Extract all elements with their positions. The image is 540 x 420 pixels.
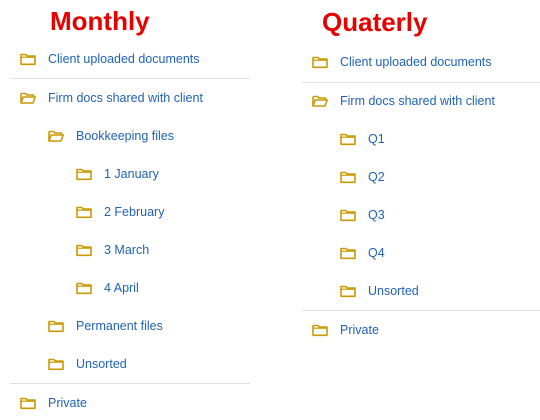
folder-item[interactable]: Q1 bbox=[340, 127, 385, 151]
folder-item[interactable]: 1 January bbox=[76, 162, 159, 186]
folder-item[interactable]: Client uploaded documents bbox=[20, 47, 200, 71]
folder-icon bbox=[340, 246, 356, 260]
folder-item[interactable]: Unsorted bbox=[48, 352, 127, 376]
folder-icon bbox=[20, 396, 36, 410]
folder-icon bbox=[76, 243, 92, 257]
divider bbox=[302, 310, 540, 311]
folder-icon bbox=[76, 205, 92, 219]
divider bbox=[10, 78, 250, 79]
folder-label: 4 April bbox=[104, 281, 139, 295]
folder-item[interactable]: Bookkeeping files bbox=[48, 124, 174, 148]
folder-item[interactable]: Private bbox=[20, 391, 87, 415]
folder-icon bbox=[48, 319, 64, 333]
folder-icon bbox=[312, 323, 328, 337]
folder-item[interactable]: Client uploaded documents bbox=[312, 50, 492, 74]
folder-item[interactable]: Q2 bbox=[340, 165, 385, 189]
folder-item[interactable]: 4 April bbox=[76, 276, 139, 300]
folder-label: Private bbox=[48, 396, 87, 410]
folder-icon bbox=[76, 167, 92, 181]
folder-icon bbox=[20, 52, 36, 66]
folder-item[interactable]: Private bbox=[312, 318, 379, 342]
panel-title: Monthly bbox=[50, 6, 150, 36]
folder-label: 2 February bbox=[104, 205, 165, 219]
folder-open-icon bbox=[48, 129, 64, 143]
folder-label: Q3 bbox=[368, 208, 385, 222]
folder-label: 1 January bbox=[104, 167, 159, 181]
folder-icon bbox=[340, 284, 356, 298]
folder-icon bbox=[340, 132, 356, 146]
folder-label: Private bbox=[340, 323, 379, 337]
folder-label: Firm docs shared with client bbox=[48, 91, 203, 105]
folder-icon bbox=[76, 281, 92, 295]
folder-label: Client uploaded documents bbox=[48, 52, 200, 66]
folder-label: Q4 bbox=[368, 246, 385, 260]
folder-item[interactable]: Q3 bbox=[340, 203, 385, 227]
panel-title: Quaterly bbox=[322, 7, 428, 37]
divider bbox=[302, 82, 540, 83]
folder-label: Q1 bbox=[368, 132, 385, 146]
folder-icon bbox=[312, 55, 328, 69]
folder-open-icon bbox=[312, 94, 328, 108]
folder-label: Unsorted bbox=[76, 357, 127, 371]
folder-item[interactable]: Unsorted bbox=[340, 279, 419, 303]
divider bbox=[10, 383, 250, 384]
folder-label: Bookkeeping files bbox=[76, 129, 174, 143]
folder-label: Client uploaded documents bbox=[340, 55, 492, 69]
folder-icon bbox=[340, 170, 356, 184]
folder-item[interactable]: 3 March bbox=[76, 238, 149, 262]
folder-item[interactable]: Permanent files bbox=[48, 314, 163, 338]
folder-label: 3 March bbox=[104, 243, 150, 257]
folder-icon bbox=[48, 357, 64, 371]
folder-item[interactable]: Q4 bbox=[340, 241, 385, 265]
folder-item[interactable]: 2 February bbox=[76, 200, 164, 224]
folder-label: Unsorted bbox=[368, 284, 419, 298]
folder-item[interactable]: Firm docs shared with client bbox=[312, 89, 495, 113]
folder-label: Q2 bbox=[368, 170, 385, 184]
folder-label: Firm docs shared with client bbox=[340, 94, 495, 108]
folder-open-icon bbox=[20, 91, 36, 105]
folder-icon bbox=[340, 208, 356, 222]
folder-label: Permanent files bbox=[76, 319, 163, 333]
folder-item[interactable]: Firm docs shared with client bbox=[20, 86, 203, 110]
